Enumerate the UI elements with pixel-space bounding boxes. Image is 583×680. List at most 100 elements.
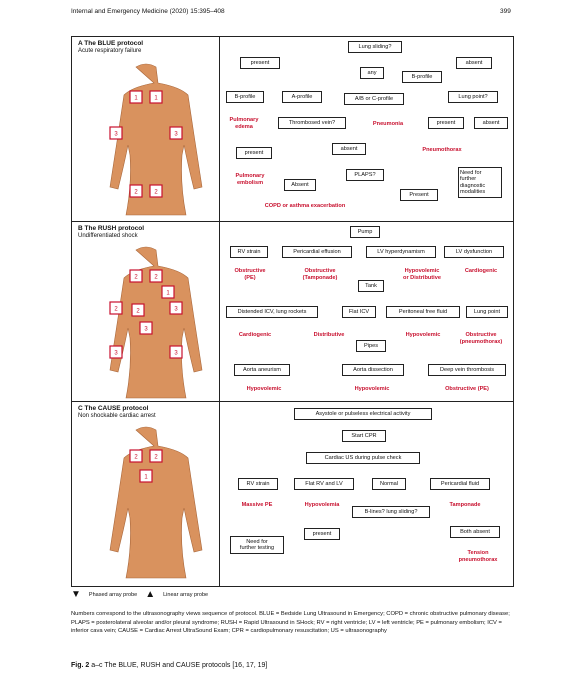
figure-notes: Numbers correspond to the ultrasonograph… <box>71 611 510 634</box>
flowchart-node: LV dysfunction <box>444 246 504 258</box>
flowchart-node: Deep vein thrombosis <box>428 364 506 376</box>
torso-illustration-blue: 1 1 3 3 2 2 <box>109 63 203 216</box>
probe-number: 2 <box>134 455 138 461</box>
probe-number: 2 <box>154 455 158 461</box>
probe-position-marker: 2 <box>109 301 123 315</box>
flowchart-node: RV strain <box>230 246 268 258</box>
outcome-label: Hypovolemic or Distributive <box>403 268 441 281</box>
flowchart-node: absent <box>456 57 492 69</box>
flowchart-node: Start CPR <box>342 430 386 442</box>
torso-shape <box>109 426 203 579</box>
outcome-label: Tamponade <box>449 502 481 508</box>
probe-number: 3 <box>174 132 178 138</box>
flowchart-node: Aorta aneurism <box>234 364 290 376</box>
probe-number: 2 <box>134 190 138 196</box>
probe-position-marker: 2 <box>129 269 143 283</box>
flowchart-node: present <box>240 57 280 69</box>
probe-number: 1 <box>134 96 138 102</box>
outcome-label: Obstructive (Tamponade) <box>302 268 338 281</box>
flowchart-node: Both absent <box>450 526 500 538</box>
caption-text: a–c The BLUE, RUSH and CAUSE protocols [… <box>91 662 268 669</box>
flowchart-node: Flat RV and LV <box>294 478 354 490</box>
probe-legend: ▼ Phased array probe ▲ Linear array prob… <box>71 589 208 600</box>
outcome-label: Hypovolemic <box>246 386 282 392</box>
legend-phased-label: Phased array probe <box>88 591 138 598</box>
probe-position-marker: 2 <box>149 449 163 463</box>
caption-label: Fig. 2 <box>71 662 90 669</box>
probe-number: 3 <box>144 327 148 333</box>
outcome-label: Pneumonia <box>372 121 404 127</box>
outcome-label: Tension pneumothorax <box>458 550 498 563</box>
flowchart-node: Asystole or pulseless electrical activit… <box>294 408 432 420</box>
flowchart-node: absent <box>332 143 366 155</box>
probe-number: 2 <box>154 190 158 196</box>
flowchart-node: B-profile <box>402 71 442 83</box>
probe-position-marker: 1 <box>139 469 153 483</box>
panel-title: C The CAUSE protocol <box>78 405 149 412</box>
flowchart-node: Pipes <box>356 340 386 352</box>
probe-position-marker: 2 <box>129 184 143 198</box>
flowchart-cause: Asystole or pulseless electrical activit… <box>220 402 513 586</box>
probe-number: 1 <box>166 291 170 297</box>
probe-position-marker: 3 <box>109 126 123 140</box>
torso-illustration-rush: 2 2 1 2 2 3 3 3 3 <box>109 246 203 399</box>
panel-rush-left: B The RUSH protocol Undifferentiated sho… <box>72 222 220 401</box>
probe-position-marker: 2 <box>149 269 163 283</box>
flowchart-node: RV strain <box>238 478 278 490</box>
flowchart-node: Tank <box>358 280 384 292</box>
probe-number: 2 <box>134 275 138 281</box>
probe-position-marker: 2 <box>149 184 163 198</box>
linear-probe-icon: ▲ <box>145 589 156 600</box>
flowchart-node: present <box>304 528 340 540</box>
flowchart-node: B-lines? lung sliding? <box>352 506 430 518</box>
panel-blue-left: A The BLUE protocol Acute respiratory fa… <box>72 37 220 221</box>
flowchart-node: B-profile <box>226 91 264 103</box>
flowchart-node: Aorta dissection <box>342 364 404 376</box>
outcome-label: Distributive <box>313 332 345 338</box>
flowchart-node: Cardiac US during pulse check <box>306 452 420 464</box>
flowchart-node: Pericardial fluid <box>430 478 490 490</box>
outcome-label: Obstructive (PE) <box>445 386 489 392</box>
panel-subtitle: Non shockable cardiac arrest <box>78 413 156 419</box>
probe-number: 1 <box>154 96 158 102</box>
panel-title: B The RUSH protocol <box>78 225 145 232</box>
outcome-label: Hypovolemic <box>405 332 441 338</box>
probe-position-marker: 3 <box>169 126 183 140</box>
flowchart-node: absent <box>474 117 508 129</box>
probe-number: 2 <box>136 309 140 315</box>
torso-shape <box>109 246 203 399</box>
probe-position-marker: 3 <box>139 321 153 335</box>
flowchart-node: Pump <box>350 226 380 238</box>
panel-subtitle: Acute respiratory failure <box>78 48 142 54</box>
outcome-label: Pneumothorax <box>422 147 462 153</box>
flowchart-node: any <box>360 67 384 79</box>
panel-cause-left: C The CAUSE protocol Non shockable cardi… <box>72 402 220 586</box>
probe-number: 3 <box>174 351 178 357</box>
outcome-label: Hypovolemic <box>354 386 390 392</box>
figure-frame: A The BLUE protocol Acute respiratory fa… <box>71 36 514 587</box>
probe-number: 2 <box>114 307 118 313</box>
outcome-label: Obstructive (PE) <box>234 268 266 281</box>
torso-illustration-cause: 2 2 1 <box>109 426 203 579</box>
panel-cause: C The CAUSE protocol Non shockable cardi… <box>72 402 513 586</box>
probe-position-marker: 3 <box>109 345 123 359</box>
flowchart-node: Thrombosed vein? <box>278 117 346 129</box>
flowchart-node: Need for further testing <box>230 536 284 555</box>
flowchart-node: present <box>236 147 272 159</box>
flowchart-node: A-profile <box>282 91 322 103</box>
panel-title: A The BLUE protocol <box>78 40 144 47</box>
outcome-label: Massive PE <box>241 502 273 508</box>
panel-subtitle: Undifferentiated shock <box>78 233 138 239</box>
figure-caption: Fig. 2 a–c The BLUE, RUSH and CAUSE prot… <box>71 662 267 669</box>
outcome-label: Cardiogenic <box>464 268 498 274</box>
outcome-label: Obstructive (pneumothorax) <box>459 332 503 345</box>
probe-number: 3 <box>174 307 178 313</box>
outcome-label: COPD or asthma exacerbation <box>264 203 346 209</box>
outcome-label: Pulmonary embolism <box>235 173 265 186</box>
flowchart-node: Lung sliding? <box>348 41 402 53</box>
probe-position-marker: 2 <box>129 449 143 463</box>
probe-number: 2 <box>154 275 158 281</box>
